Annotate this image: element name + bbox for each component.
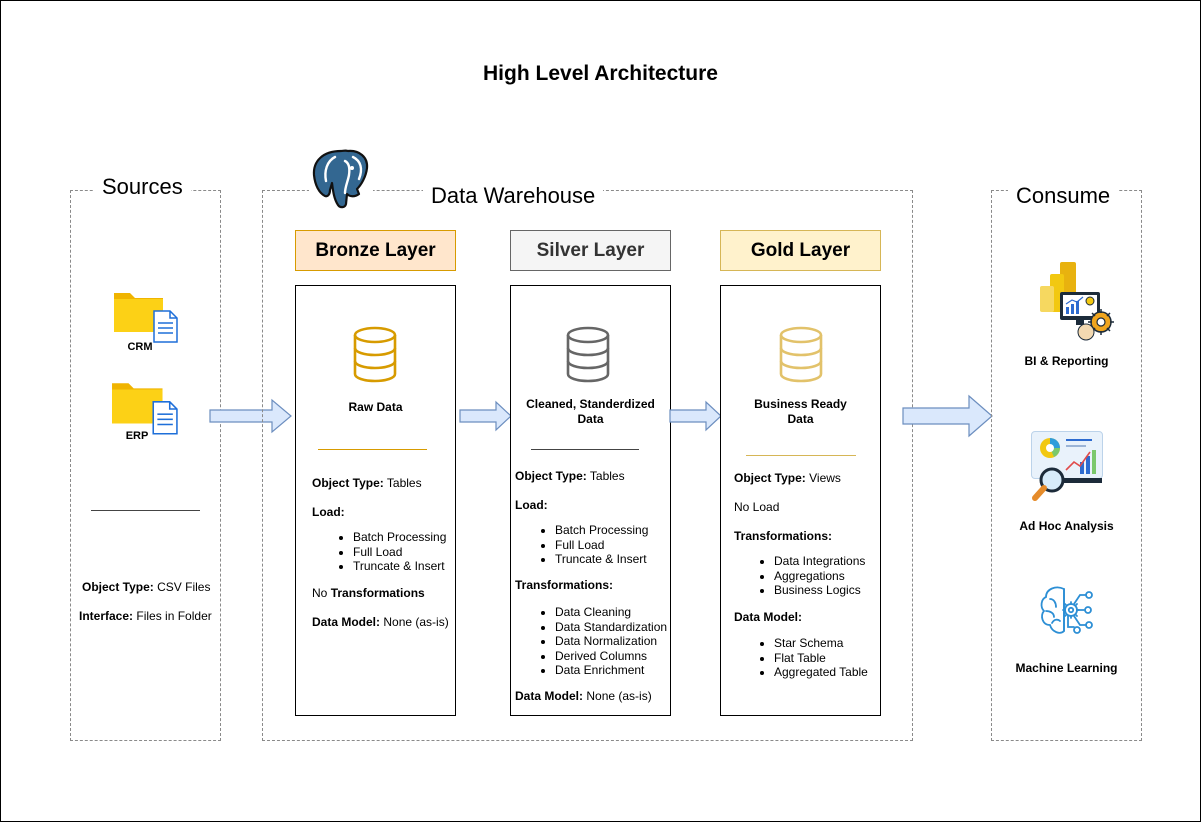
list-item: Aggregated Table xyxy=(774,665,868,680)
list-item: Full Load xyxy=(555,538,648,553)
silver-layer-box xyxy=(510,285,671,716)
list-item: Batch Processing xyxy=(353,530,446,545)
list-item: Batch Processing xyxy=(555,523,648,538)
sources-divider xyxy=(91,510,200,511)
silver-divider xyxy=(531,449,639,450)
gold-layer-heading: Gold Layer xyxy=(720,230,881,271)
bronze-load-label: Load: xyxy=(312,505,345,519)
warehouse-label: Data Warehouse xyxy=(423,183,604,209)
gold-transformations-label: Transformations: xyxy=(734,529,833,543)
erp-label: ERP xyxy=(125,430,149,442)
gold-data-model-list: Star Schema Flat Table Aggregated Table xyxy=(756,636,868,680)
bronze-layer-heading: Bronze Layer xyxy=(295,230,456,271)
list-item: Data Normalization xyxy=(555,634,667,649)
silver-layer-heading: Silver Layer xyxy=(510,230,671,271)
silver-caption: Cleaned, Standerdized Data xyxy=(526,397,655,426)
silver-transformations-list: Data Cleaning Data Standardization Data … xyxy=(537,605,667,678)
list-item: Full Load xyxy=(353,545,446,560)
diagram-title: High Level Architecture xyxy=(483,62,718,85)
gold-object-type: Object Type: Views xyxy=(734,471,841,485)
gold-data-model-label: Data Model: xyxy=(734,610,803,624)
ad-hoc-analysis-label: Ad Hoc Analysis xyxy=(1019,519,1114,533)
bi-reporting-icon xyxy=(1040,262,1114,341)
gold-caption: Business Ready Data xyxy=(754,397,847,426)
arrow-silver-to-gold xyxy=(669,400,722,432)
bronze-layer-box xyxy=(295,285,456,716)
arrow-sources-to-bronze xyxy=(209,398,292,434)
gold-no-load: No Load xyxy=(734,500,780,514)
sources-label: Sources xyxy=(94,174,191,200)
sources-interface: Interface: Files in Folder xyxy=(79,609,212,623)
list-item: Data Integrations xyxy=(774,554,865,569)
silver-load-list: Batch Processing Full Load Truncate & In… xyxy=(537,523,648,567)
list-item: Aggregations xyxy=(774,569,865,584)
crm-label: CRM xyxy=(127,341,153,353)
gold-database-icon xyxy=(779,326,823,383)
gold-divider xyxy=(746,455,856,456)
crm-folder-file-icon xyxy=(114,293,178,343)
bi-reporting-label: BI & Reporting xyxy=(1024,354,1109,368)
silver-data-model: Data Model: None (as-is) xyxy=(515,689,652,703)
bronze-database-icon xyxy=(353,326,397,383)
sources-group xyxy=(70,190,221,741)
arrow-warehouse-to-consume xyxy=(902,394,993,438)
list-item: Data Enrichment xyxy=(555,663,667,678)
list-item: Star Schema xyxy=(774,636,868,651)
machine-learning-label: Machine Learning xyxy=(1015,661,1118,675)
bronze-caption: Raw Data xyxy=(348,400,403,414)
machine-learning-icon xyxy=(1040,586,1093,634)
silver-database-icon xyxy=(566,326,610,383)
bronze-divider xyxy=(318,449,427,450)
list-item: Flat Table xyxy=(774,651,868,666)
list-item: Data Cleaning xyxy=(555,605,667,620)
gold-layer-box xyxy=(720,285,881,716)
list-item: Business Logics xyxy=(774,583,865,598)
bronze-no-transformations: No Transformations xyxy=(312,586,425,600)
list-item: Derived Columns xyxy=(555,649,667,664)
ad-hoc-analysis-icon xyxy=(1031,431,1103,501)
sources-object-type: Object Type: CSV Files xyxy=(82,580,211,594)
silver-load-label: Load: xyxy=(515,498,548,512)
bronze-load-list: Batch Processing Full Load Truncate & In… xyxy=(335,530,446,574)
erp-folder-file-icon xyxy=(112,383,178,435)
list-item: Truncate & Insert xyxy=(555,552,648,567)
arrow-bronze-to-silver xyxy=(459,400,512,432)
bronze-object-type: Object Type: Tables xyxy=(312,476,422,490)
gold-transformations-list: Data Integrations Aggregations Business … xyxy=(756,554,865,598)
list-item: Truncate & Insert xyxy=(353,559,446,574)
consume-label: Consume xyxy=(1008,183,1119,209)
list-item: Data Standardization xyxy=(555,620,667,635)
bronze-data-model: Data Model: None (as-is) xyxy=(312,615,449,629)
silver-object-type: Object Type: Tables xyxy=(515,469,625,483)
postgresql-elephant-icon xyxy=(309,147,373,211)
silver-transformations-label: Transformations: xyxy=(515,578,614,592)
